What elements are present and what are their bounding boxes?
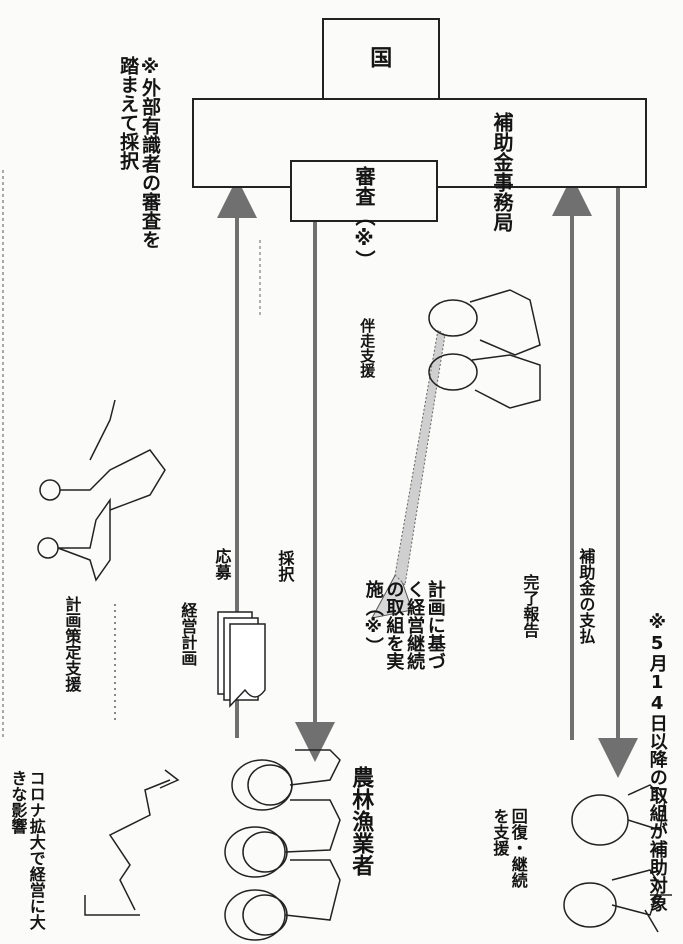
- bansou-arrow: [371, 329, 446, 619]
- note-gaibu: ※外部有識者の審査を踏まえて採択: [117, 56, 161, 249]
- label-noringyo: 農林漁業者: [348, 766, 374, 876]
- label-oubo: 応募: [212, 548, 232, 580]
- label-jimukyoku: 補助金事務局: [490, 112, 514, 232]
- farmer-figures: [224, 749, 341, 941]
- label-keikaku-sakutei: 計画策定支援: [62, 596, 82, 692]
- label-keiei-keikaku: 経営計画: [178, 602, 198, 666]
- consultant-figures: [37, 399, 166, 582]
- label-shiharai: 補助金の支払: [576, 548, 596, 644]
- label-kanryo: 完了報告: [520, 574, 540, 638]
- label-corona: コロナ拡大で経営に大きな影響: [8, 770, 46, 930]
- label-saitaku: 採択: [275, 550, 295, 582]
- supporter-figures: [428, 289, 541, 409]
- recovered-figures: [563, 784, 672, 933]
- document-icon: [217, 611, 266, 708]
- label-kaifuku: 回復・継続を支援: [490, 808, 528, 888]
- note-date: ※5月14日以降の取組が補助対象: [646, 612, 668, 912]
- label-kuni: 国: [366, 46, 392, 68]
- label-shinsa: 審査（※）: [352, 166, 376, 270]
- decline-chart: [84, 769, 180, 916]
- label-jisshi: 計画に基づく経営継続の取組を実施（※）: [362, 580, 446, 670]
- box-shinsa: [290, 160, 438, 222]
- label-bansou: 伴走支援: [358, 318, 377, 378]
